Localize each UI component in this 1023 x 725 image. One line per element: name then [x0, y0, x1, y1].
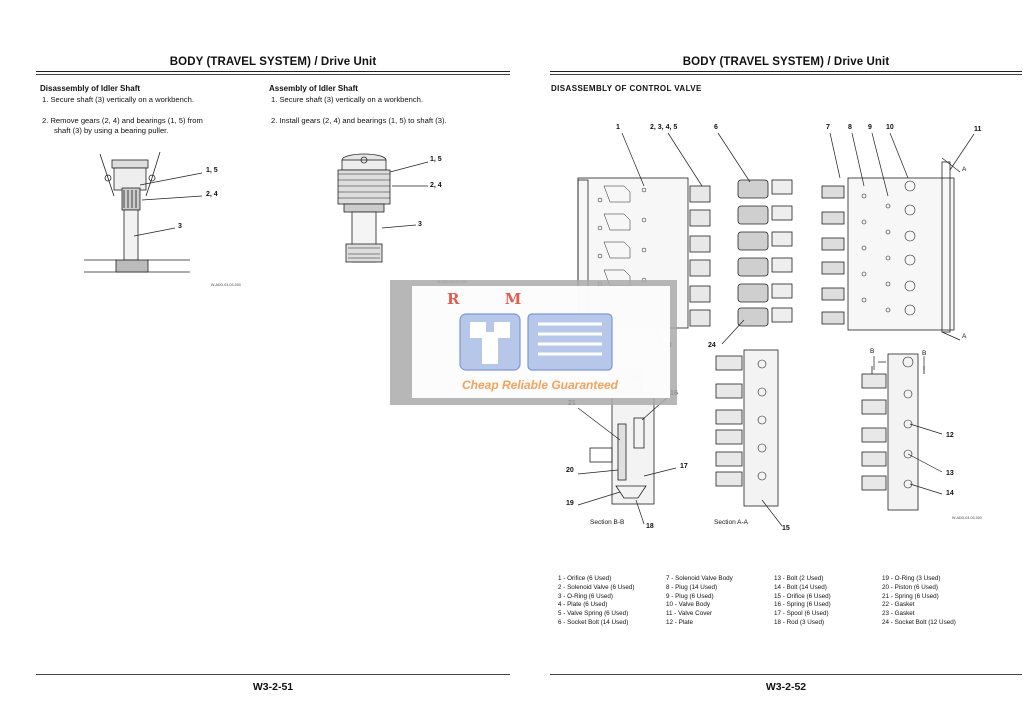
left-footer-rule [36, 674, 510, 675]
assembly-title: Assembly of Idler Shaft [269, 84, 358, 93]
callout-9: 9 [868, 124, 872, 131]
disassembly-title: Disassembly of Idler Shaft [40, 84, 141, 93]
assembly-callout-3: 3 [418, 221, 422, 228]
right-footer-rule [550, 674, 1022, 675]
legend-item: 6 - Socket Bolt (14 Used) [558, 618, 629, 626]
section-marker-b-right: B [922, 350, 927, 357]
assembly-step-1: 1. Secure shaft (3) vertically on a work… [271, 95, 423, 104]
legend-item: 20 - Piston (6 Used) [882, 583, 938, 591]
disassembly-callout-2-4: 2, 4 [206, 191, 218, 198]
disassembly-callout-3: 3 [178, 223, 182, 230]
watermark-letters: R M [447, 290, 542, 308]
legend-item: 7 - Solenoid Valve Body [666, 575, 733, 582]
left-header-rule-thin [36, 74, 510, 75]
callout-8: 8 [848, 124, 852, 131]
assembly-callout-2-4: 2, 4 [430, 182, 442, 189]
section-marker-b-left: B [870, 348, 875, 355]
watermark-logo-icon [459, 313, 613, 371]
legend-item: 14 - Bolt (14 Used) [774, 583, 827, 591]
legend-item: 4 - Plate (6 Used) [558, 601, 608, 609]
legend-column-4: 19 - O-Ring (3 Used) 20 - Piston (6 Used… [882, 575, 956, 628]
control-valve-section-title: DISASSEMBLY OF CONTROL VALVE [551, 84, 702, 93]
disassembly-step-1: 1. Secure shaft (3) vertically on a work… [42, 95, 194, 104]
section-aa-label: Section A-A [714, 519, 748, 526]
legend-item: 24 - Socket Bolt (12 Used) [882, 618, 956, 626]
legend-item: 21 - Spring (6 Used) [882, 592, 939, 600]
legend-item: 17 - Spool (6 Used) [774, 610, 829, 618]
right-header-rule-thin [550, 74, 1022, 75]
legend-column-3: 13 - Bolt (2 Used) 14 - Bolt (14 Used) 1… [774, 575, 831, 628]
left-page-header: BODY (TRAVEL SYSTEM) / Drive Unit [169, 56, 377, 68]
left-header-rule [36, 71, 510, 72]
callout-17: 17 [680, 463, 688, 470]
left-page: BODY (TRAVEL SYSTEM) / Drive Unit Disass… [0, 0, 511, 725]
legend-item: 13 - Bolt (2 Used) [774, 575, 824, 582]
legend-item: 11 - Valve Cover [666, 610, 712, 618]
callout-12: 12 [946, 432, 954, 439]
right-page-number: W3-2-52 [765, 681, 807, 693]
legend-item: 10 - Valve Body [666, 601, 710, 609]
legend-item: 8 - Plug (14 Used) [666, 583, 718, 591]
section-bb-label: Section B-B [590, 519, 625, 526]
callout-2-3-4-5: 2, 3, 4, 5 [650, 124, 678, 131]
section-marker-a-bottom: A [962, 333, 967, 340]
callout-24: 24 [708, 342, 716, 349]
assembly-callout-lines [381, 161, 429, 229]
legend-item: 12 - Plate [666, 618, 693, 626]
callout-18: 18 [646, 523, 654, 530]
disassembly-fig-id: W-ADD-03-03-000 [211, 283, 241, 287]
section-marker-a-top: A [962, 166, 967, 173]
legend-item: 18 - Rod (3 Used) [774, 618, 825, 626]
callout-11: 11 [974, 126, 982, 133]
idler-shaft-assembly-figure [337, 153, 391, 263]
legend-item: 3 - O-Ring (6 Used) [558, 592, 613, 600]
callout-14: 14 [946, 490, 954, 497]
legend-column-1: 1 - Orifice (6 Used) 2 - Solenoid Valve … [558, 575, 635, 628]
callout-10: 10 [886, 124, 894, 131]
callout-7: 7 [826, 124, 830, 131]
bearing-puller-figure [84, 151, 190, 273]
callout-1: 1 [616, 124, 620, 131]
assembly-step-2: 2. Install gears (2, 4) and bearings (1,… [271, 116, 447, 125]
callout-20: 20 [566, 467, 574, 474]
legend-item: 19 - O-Ring (3 Used) [882, 575, 941, 582]
control-valve-fig-id: W-ADD-03-03-000 [952, 516, 982, 520]
callout-15: 15 [782, 525, 790, 532]
callout-6: 6 [714, 124, 718, 131]
disassembly-step-2a: 2. Remove gears (2, 4) and bearings (1, … [42, 116, 203, 125]
callout-19: 19 [566, 500, 574, 507]
watermark-tagline: Cheap Reliable Guaranteed [461, 378, 619, 392]
legend-item: 15 - Orifice (6 Used) [774, 592, 831, 600]
disassembly-step-2b: shaft (3) by using a bearing puller. [54, 126, 169, 135]
legend-item: 16 - Spring (6 Used) [774, 601, 831, 609]
callout-13: 13 [946, 470, 954, 477]
disassembly-callout-lines [133, 172, 203, 237]
right-header-rule [550, 71, 1022, 72]
left-page-number: W3-2-51 [252, 681, 294, 693]
legend-item: 2 - Solenoid Valve (6 Used) [558, 583, 635, 591]
legend-item: 1 - Orifice (6 Used) [558, 575, 612, 582]
legend-item: 5 - Valve Spring (6 Used) [558, 610, 629, 618]
right-page-header: BODY (TRAVEL SYSTEM) / Drive Unit [682, 56, 890, 68]
disassembly-callout-1-5: 1, 5 [206, 167, 218, 174]
assembly-callout-1-5: 1, 5 [430, 156, 442, 163]
legend-item: 23 - Gasket [882, 610, 915, 618]
legend-item: 9 - Plug (6 Used) [666, 592, 714, 600]
legend-column-2: 7 - Solenoid Valve Body 8 - Plug (14 Use… [666, 575, 733, 628]
legend-item: 22 - Gasket [882, 601, 915, 609]
